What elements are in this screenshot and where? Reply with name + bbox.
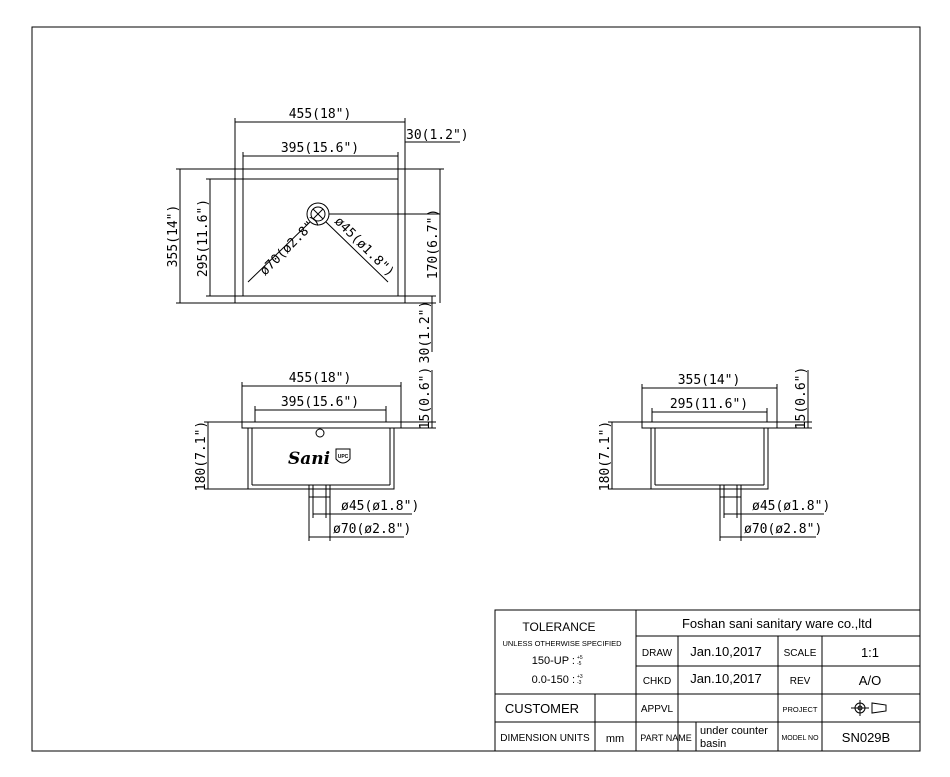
appvl-label: APPVL — [641, 704, 674, 715]
overflow-hole — [315, 428, 325, 438]
tolerance-0-150-minus: -3 — [577, 680, 582, 686]
drain-pipe — [719, 484, 742, 498]
basin-flange — [641, 421, 778, 429]
draw-date: Jan.10,2017 — [690, 644, 762, 659]
dimension-units-label: DIMENSION UNITS — [500, 733, 590, 744]
dim-flange: 15(0.6") — [794, 367, 809, 430]
dim-height: 180(7.1") — [194, 421, 209, 491]
tolerance-unless: UNLESS OTHERWISE SPECIFIED — [502, 639, 622, 648]
basin-body — [650, 428, 769, 490]
sheet-border — [31, 26, 921, 752]
part-name-line1: under counter — [700, 725, 768, 737]
tolerance-heading: TOLERANCE — [522, 620, 595, 634]
tolerance-150-up: 150-UP : — [532, 655, 575, 667]
dim-rim-bottom: 30(1.2") — [418, 301, 433, 364]
dimension-units-value: mm — [606, 733, 624, 745]
dim-drain-inner: ø45(ø1.8") — [341, 499, 419, 514]
dim-inner-width: 395(15.6") — [281, 395, 359, 410]
dim-inner-width: 295(11.6") — [670, 397, 748, 412]
rev-value: A/O — [859, 673, 881, 688]
chkd-date: Jan.10,2017 — [690, 671, 762, 686]
front-view: Sani UPC 455(18") 395(15.6") 15(0.6") 18… — [194, 367, 436, 541]
title-block-frame — [494, 609, 921, 752]
upc-badge-icon: UPC — [335, 448, 351, 464]
title-block: TOLERANCE UNLESS OTHERWISE SPECIFIED 150… — [494, 609, 921, 752]
company-name: Foshan sani sanitary ware co.,ltd — [682, 616, 872, 631]
rev-label: REV — [790, 676, 811, 687]
model-no-label: MODEL NO — [781, 735, 819, 742]
dim-height: 180(7.1") — [598, 421, 613, 491]
scale-value: 1:1 — [861, 645, 879, 660]
dim-flange: 15(0.6") — [418, 367, 433, 430]
dim-drain-outer: ø70(ø2.8") — [333, 522, 411, 537]
scale-label: SCALE — [784, 648, 817, 659]
dim-drain-outer: ø70(ø2.8") — [744, 522, 822, 537]
dim-overall-width: 355(14") — [678, 373, 741, 388]
tolerance-0-150: 0.0-150 : — [532, 674, 575, 686]
leader-line — [247, 221, 311, 283]
project-label: PROJECT — [782, 705, 817, 714]
chkd-label: CHKD — [643, 676, 671, 687]
dim-rim: 30(1.2") — [406, 128, 469, 143]
brand-logo: Sani — [288, 449, 330, 469]
basin-bowl — [242, 178, 399, 297]
part-name-line2: basin — [700, 738, 726, 750]
projection-symbol-icon — [851, 700, 887, 716]
tolerance-0-150-plus: +3 — [577, 674, 583, 680]
label-inner-ring: ø45(ø1.8") — [331, 214, 397, 280]
svg-text:UPC: UPC — [338, 454, 349, 460]
dim-overall-width: 455(18") — [289, 107, 352, 122]
dim-drain-offset: 170(6.7") — [426, 209, 441, 279]
label-outer-ring: ø70(ø2.8") — [257, 213, 323, 279]
dim-inner-width: 395(15.6") — [281, 141, 359, 156]
basin-flange — [241, 421, 402, 429]
customer-label: CUSTOMER — [505, 701, 579, 716]
dim-inner-depth: 295(11.6") — [196, 199, 211, 277]
drain-cross — [312, 208, 324, 220]
dim-overall-depth: 355(14") — [166, 205, 181, 268]
model-no-value: SN029B — [842, 730, 890, 745]
basin-outline — [234, 168, 406, 304]
top-view: 455(18") 395(15.6") 30(1.2") 355(14") 29… — [166, 107, 469, 363]
side-view: 355(14") 295(11.6") 15(0.6") 180(7.1") ø… — [598, 367, 830, 541]
part-name-label: PART NAME — [640, 733, 692, 743]
drain-inner-circle — [310, 206, 326, 222]
tolerance-150-up-plus: +5 — [577, 655, 583, 661]
dim-overall-width: 455(18") — [289, 371, 352, 386]
dim-drain-inner: ø45(ø1.8") — [752, 499, 830, 514]
drain-pipe — [308, 484, 331, 498]
basin-body — [247, 428, 395, 490]
leader-line — [325, 221, 389, 283]
draw-label: DRAW — [642, 648, 673, 659]
tolerance-150-up-minus: -5 — [577, 661, 582, 667]
